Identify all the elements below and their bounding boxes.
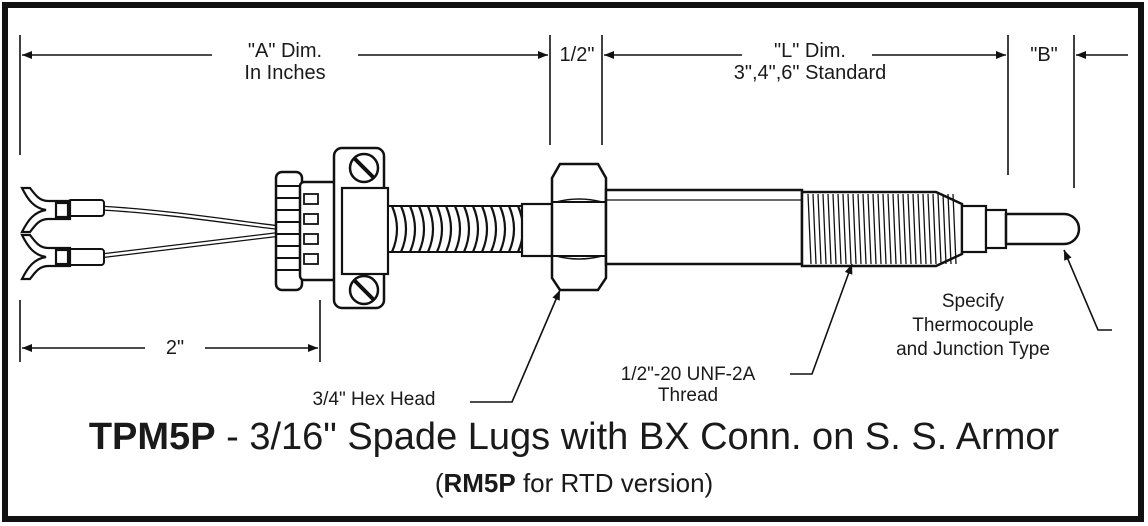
- subtitle-open: (: [434, 468, 444, 498]
- spade-lug-top: [20, 186, 72, 234]
- hex-head-callout: 3/4" Hex Head: [312, 389, 436, 410]
- threaded-section: [800, 190, 964, 268]
- wire-sleeve-top: [67, 199, 105, 217]
- l-dimension-label: "L" Dim. 3",4",6" Standard: [733, 40, 887, 84]
- half-inch-label: 1/2": [559, 44, 595, 66]
- leader-lines: [470, 249, 1112, 403]
- diagram-title: TPM5P - 3/16" Spade Lugs with BX Conn. o…: [0, 416, 1148, 459]
- specify-callout: Specify Thermocouple and Junction Type: [896, 291, 1050, 360]
- stainless-steel-armor: [387, 205, 525, 253]
- probe-body: [604, 188, 804, 266]
- spade-lug-bottom: [20, 233, 72, 281]
- bx-connector-clamp: [332, 146, 390, 310]
- title-description: - 3/16" Spade Lugs with BX Conn. on S. S…: [215, 416, 1060, 458]
- lead-length-label: 2": [165, 337, 185, 359]
- extension-lines: [19, 35, 1075, 362]
- lead-wires: [99, 205, 283, 259]
- wire-sleeve-bottom: [67, 248, 105, 266]
- thread-callout: 1/2"-20 UNF-2A Thread: [620, 364, 756, 406]
- tip-collar: [960, 204, 988, 254]
- tip-step: [984, 208, 1008, 250]
- dimension-lines: [22, 51, 1128, 352]
- sheath-tip: [1004, 212, 1081, 246]
- hex-head: [550, 162, 608, 292]
- diagram-subtitle: (RM5P for RTD version): [0, 468, 1148, 499]
- a-dimension-label: "A" Dim. In Inches: [244, 40, 326, 84]
- b-dimension-label: "B": [1030, 44, 1058, 66]
- armor-collar: [520, 202, 554, 258]
- bx-connector-nut: [274, 170, 338, 292]
- subtitle-text: for RTD version): [515, 468, 714, 498]
- title-model: TPM5P: [88, 416, 216, 458]
- subtitle-model: RM5P: [443, 468, 516, 498]
